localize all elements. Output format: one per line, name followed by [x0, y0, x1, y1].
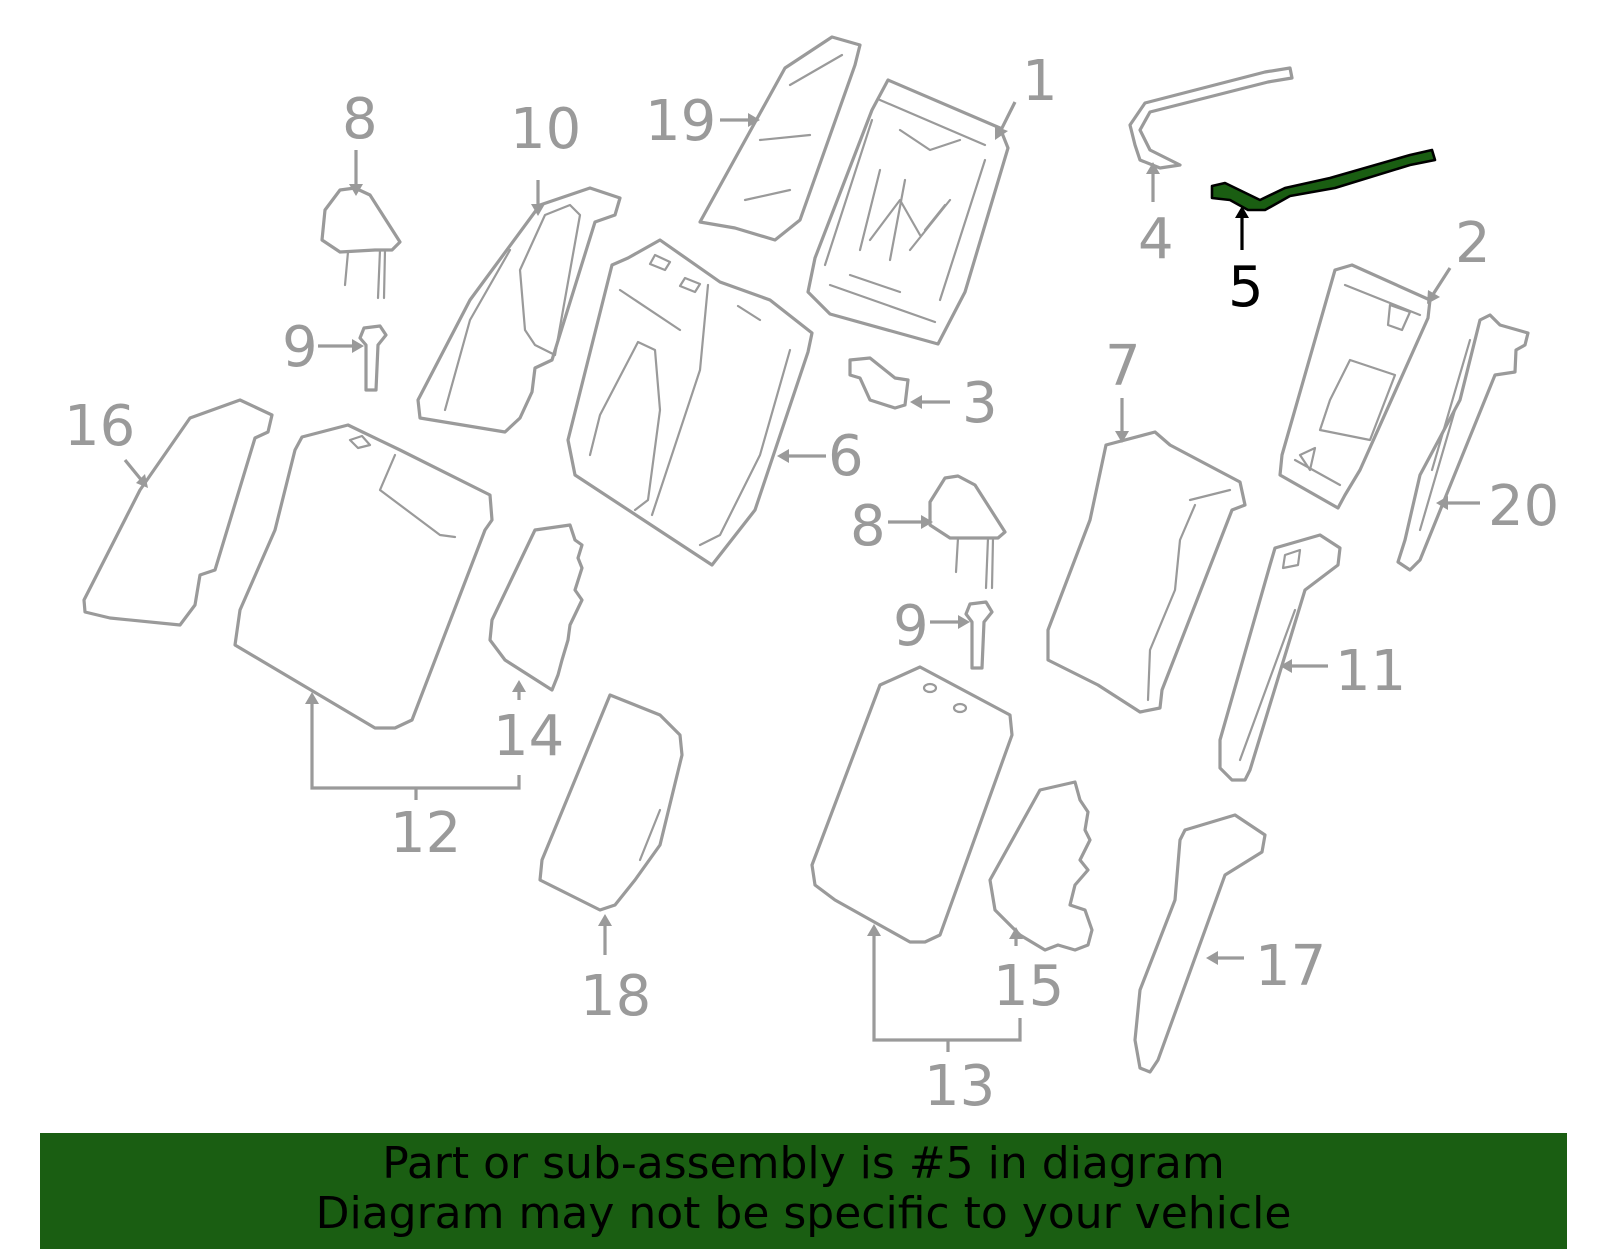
part-2-back-cover[interactable] [1278, 263, 1432, 510]
part-3-bracket[interactable] [848, 356, 910, 410]
part-19-trim-panel[interactable] [698, 35, 862, 242]
part-11-side-trim-right[interactable] [1218, 533, 1342, 782]
callout-6: 6 [828, 424, 864, 489]
part-12-cushion-left[interactable] [233, 423, 494, 730]
part-18-back-panel[interactable] [538, 693, 684, 912]
callout-17: 17 [1255, 934, 1326, 999]
callout-11: 11 [1335, 639, 1406, 704]
callout-7: 7 [1105, 334, 1141, 399]
callout-14: 14 [493, 704, 564, 769]
part-7-cushion-right[interactable] [1046, 430, 1247, 714]
part-4-cable[interactable] [1128, 66, 1294, 170]
part-6-seatback-pad[interactable] [566, 238, 814, 567]
callout-8-right: 8 [850, 494, 886, 559]
part-1-seatback-frame[interactable] [806, 78, 1010, 346]
parts-diagram: 1 19 10 8 9 16 6 3 4 5 2 20 7 8 9 11 14 … [64, 35, 1559, 1119]
part-5-highlighted[interactable] [1210, 148, 1437, 212]
part-9-headrest-guide-left[interactable] [358, 324, 388, 392]
callout-3: 3 [962, 371, 998, 436]
callout-13: 13 [924, 1054, 995, 1119]
info-banner: Part or sub-assembly is #5 in diagram Di… [40, 1133, 1567, 1249]
callout-20: 20 [1488, 474, 1559, 539]
banner-line-2: Diagram may not be specific to your vehi… [315, 1188, 1292, 1239]
callout-10: 10 [510, 97, 581, 162]
part-8-headrest-left[interactable] [320, 186, 402, 300]
callout-4: 4 [1138, 207, 1174, 272]
part-8-headrest-right[interactable] [928, 474, 1007, 590]
callout-labels: 1 19 10 8 9 16 6 3 4 5 2 20 7 8 9 11 14 … [64, 49, 1559, 1119]
part-14-side-panel-left[interactable] [488, 523, 584, 692]
callout-9-left: 9 [282, 315, 318, 380]
part-15-side-panel-right[interactable] [988, 780, 1094, 952]
callout-2: 2 [1455, 211, 1491, 276]
callout-12: 12 [390, 801, 461, 866]
part-20-trim-strip[interactable] [1396, 313, 1530, 572]
leader-lines [123, 101, 1480, 1052]
callout-19: 19 [645, 89, 716, 154]
callout-5-highlighted: 5 [1228, 255, 1264, 320]
part-13-cushion-panel[interactable] [810, 665, 1014, 944]
callout-15: 15 [993, 954, 1064, 1019]
callout-1: 1 [1022, 49, 1058, 114]
callout-8-left: 8 [342, 87, 378, 152]
part-9-headrest-guide-right[interactable] [964, 600, 994, 670]
callout-9-right: 9 [893, 594, 929, 659]
callout-16: 16 [64, 394, 135, 459]
part-17-trim-piece[interactable] [1133, 813, 1267, 1074]
banner-line-1: Part or sub-assembly is #5 in diagram [382, 1138, 1225, 1189]
part-16-side-trim[interactable] [82, 398, 274, 627]
part-10-side-bolster[interactable] [416, 186, 622, 434]
callout-18: 18 [580, 964, 651, 1029]
